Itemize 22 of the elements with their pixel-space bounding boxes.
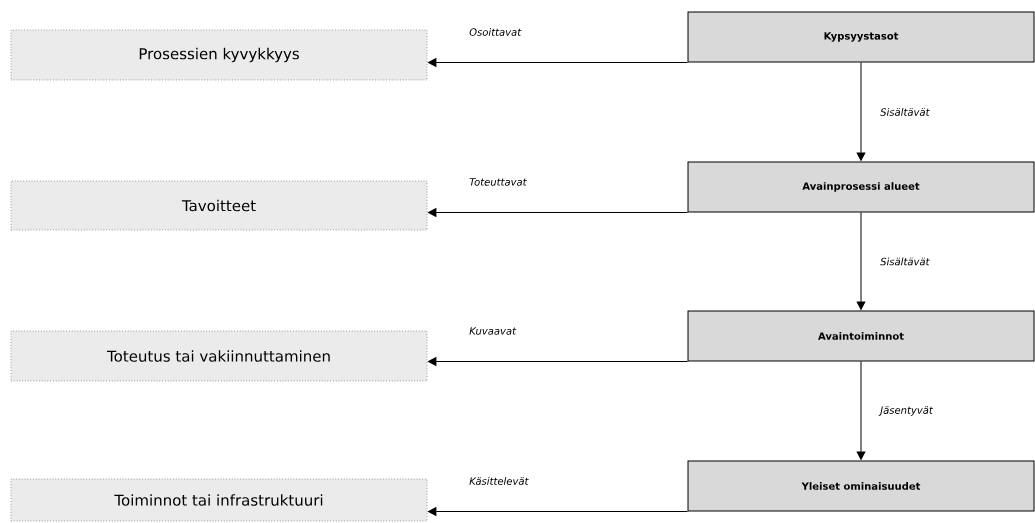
outcome-box: Toiminnot tai infrastruktuuri xyxy=(10,478,428,522)
process-box: Yleiset ominaisuudet xyxy=(687,460,1035,512)
arrow xyxy=(856,212,866,310)
arrow xyxy=(856,361,866,460)
process-box: Kypsyystasot xyxy=(687,11,1035,63)
arrow xyxy=(428,208,688,217)
process-box: Avainprosessi alueet xyxy=(687,161,1035,213)
edge-label: Sisältävät xyxy=(880,108,930,116)
arrow xyxy=(428,58,688,67)
edge-label: Toteuttavat xyxy=(469,178,527,186)
edge-label: Käsittelevät xyxy=(469,477,529,485)
outcome-box: Tavoitteet xyxy=(10,180,428,231)
outcome-box: Prosessien kyvykkyys xyxy=(10,29,428,81)
edge-label: Kuvaavat xyxy=(469,327,517,335)
edge-label: Jäsentyvät xyxy=(878,406,934,416)
arrow xyxy=(428,357,688,366)
edge-label: Sisältävät xyxy=(880,257,930,266)
arrow xyxy=(428,507,688,516)
outcome-box: Toteutus tai vakiinnuttaminen xyxy=(10,330,428,382)
edge-label: Osoittavat xyxy=(469,28,522,36)
process-box: Avaintoiminnot xyxy=(687,310,1035,362)
arrow xyxy=(856,62,866,161)
